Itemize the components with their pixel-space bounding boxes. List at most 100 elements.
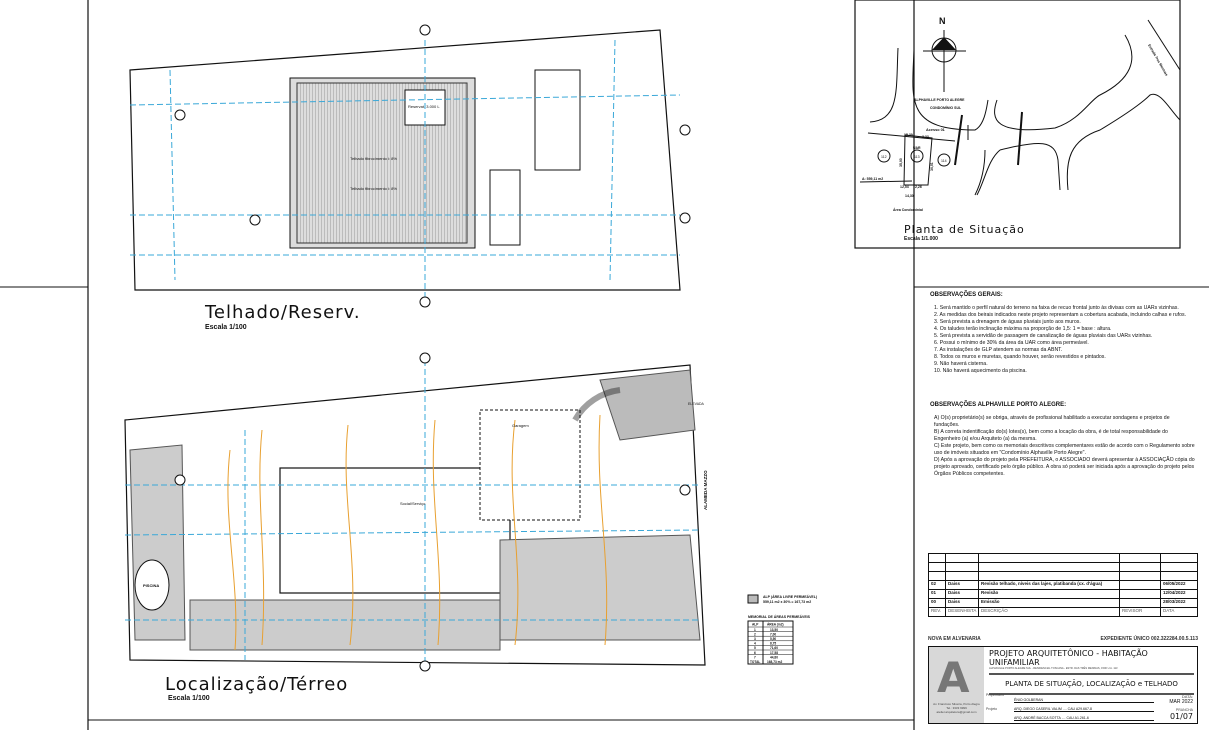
expedient-number: EXPEDIENTE ÚNICO 002.322284.00.5.113 [1100, 636, 1198, 642]
office-address: Av. Francisco Silveira, Porto Alegre [933, 702, 980, 706]
description-header: DESCRIÇÃO [979, 608, 1120, 616]
observation-item: B) A correta indentificação do(s) lotes(… [934, 429, 1168, 442]
office-email: atelier.arquitetura@gmail.com [936, 710, 977, 714]
revision-reviewer [1120, 581, 1161, 589]
alp-area: 44,80 [770, 655, 778, 659]
pool-label: PISCINA [143, 583, 159, 588]
road-label: Estrada Tres Meninas [1147, 44, 1168, 77]
lot-112: 112 [881, 155, 887, 159]
date-value: MAR 2022 [1169, 699, 1193, 705]
area-table-title: MEMORIAL DE ÁREAS PERMEÁVEIS [748, 614, 811, 619]
roof-label-2: Telhado fibrocimento i: 8% [350, 186, 397, 191]
observation-item: 4. Os taludes terão inclinação máxima na… [934, 326, 1112, 332]
alp-number: 1 [754, 628, 756, 632]
roof-plan-title: Telhado/Reserv. [204, 302, 361, 323]
revision-rev: 00 [929, 599, 946, 607]
revision-date: 06/05/2022 [1163, 581, 1186, 586]
revision-rev: 01 [929, 590, 946, 598]
architect-2: ARQ. ANDRÉ BACCA SOTTA .... CAU A1.261-6 [1014, 716, 1154, 721]
observation-item: 10. Não haverá aquecimento da piscina. [934, 368, 1027, 374]
observation-item: A) O(s) proprietário(s) se obriga, atrav… [934, 415, 1170, 428]
revision-by: Daiss [946, 599, 979, 607]
alp-number: 2 [754, 632, 756, 636]
observation-item: 6. Possui o mínimo de 30% da área da UAR… [934, 340, 1089, 346]
condo-label: ALPHAVILLE PORTO ALEGRE [914, 98, 965, 102]
architect-1: ARQ. DIEGO CASERIL VALIM .... CAU A29.66… [1014, 707, 1154, 712]
alphaville-observations: OBSERVAÇÕES ALPHAVILLE PORTO ALEGRE: A) … [930, 402, 1195, 478]
observation-item: 8. Todos os muros e muretas, quando houv… [934, 354, 1106, 360]
uar-label: UAR [913, 146, 921, 150]
common-area-label: Área Condominial [893, 207, 923, 212]
lot-area: A: 559,11 m2 [862, 177, 883, 181]
revision-by: Daiss [946, 590, 979, 598]
situation-plan-scale: Escala 1/1.000 [904, 236, 938, 242]
roof-label-1: Telhado fibrocimento i: 8% [350, 156, 397, 161]
roof-plan: Reservat. 3.000 L Telhado fibrocimento i… [129, 24, 691, 331]
dim: 2,23 [922, 135, 929, 139]
alp-area: 5,50 [770, 637, 776, 641]
revision-date: 28/03/2022 [1163, 599, 1186, 604]
alp-number: 5 [754, 646, 756, 650]
revision-desc: Emissão [979, 599, 1120, 607]
observation-item: 5. Será prevista a servidão de passagem … [934, 333, 1153, 339]
alp-number: 3 [754, 637, 756, 641]
social-label: Social/Serviço [400, 501, 426, 506]
table-header: ALP [752, 623, 759, 627]
observation-item: 2. As medidas dos beirais indicados nest… [934, 312, 1187, 318]
dim: 14,30 [905, 194, 914, 198]
alp-title: ALP (ÁREA LIVRE PERMEÁVEL) [763, 594, 817, 599]
north-label: N [939, 16, 946, 26]
sheet-label: PRANCHA [1175, 708, 1193, 712]
observation-item: D) Após a aprovação do projeto pela PREF… [934, 457, 1195, 477]
alp-area: 71,60 [770, 646, 778, 650]
table-total-label: TOTAL [750, 660, 760, 664]
general-observations-title: OBSERVAÇÕES GERAIS: [930, 292, 1003, 298]
garage-label: Garagem [512, 423, 529, 428]
rev-header: REV. [929, 608, 946, 616]
revision-reviewer [1120, 599, 1161, 607]
observation-item: C) Este projeto, bem como os memoriais d… [934, 443, 1195, 456]
observation-item: 3. Será prevista a drenagem de águas plu… [934, 319, 1081, 325]
alp-number: 7 [754, 655, 756, 659]
revision-desc: Revisão [979, 590, 1120, 598]
lot-114: 114 [941, 159, 947, 163]
observation-item: 9. Não haverá cisterna. [934, 361, 988, 367]
ground-plan-title: Localização/Térreo [165, 674, 348, 695]
drafter-header: DESENHISTA [946, 608, 979, 616]
condo-sub-label: CONDOMÍNIO SUL [930, 105, 962, 110]
project-address: ALPHAVILLE PORTO ALEGRE SUL - RESIDENCIA… [989, 667, 1118, 670]
owner-label: Proprietário [986, 693, 1005, 697]
project-label: Projeto [986, 707, 998, 711]
dim: 35,00 [899, 158, 903, 167]
observation-item: 7. As instalações de GLP atendem as norm… [934, 347, 1063, 353]
alp-area: 13,50 [770, 628, 778, 632]
alphaville-observations-title: OBSERVAÇÕES ALPHAVILLE PORTO ALEGRE: [930, 402, 1067, 408]
street-label: ALAMEDA MAZZO [703, 470, 708, 510]
title-block: NOVA EM ALVENARIA EXPEDIENTE ÚNICO 002.3… [928, 636, 1198, 724]
general-observations: OBSERVAÇÕES GERAIS: 1. Será mantido o pe… [930, 292, 1195, 375]
access-label: Acesso 01 [926, 128, 945, 132]
dim: 12,04 [900, 185, 909, 189]
office-logo: A Av. Francisco Silveira, Porto Alegre T… [929, 647, 984, 723]
construction-type: NOVA EM ALVENARIA [928, 636, 981, 642]
alp-number: 6 [754, 651, 756, 655]
table-total-value: 168,73 m2 [767, 660, 782, 664]
sheet-title: PLANTA DE SITUAÇÃO, LOCALIZAÇÃO e TELHAD… [1005, 680, 1178, 688]
alp-area: 7,00 [770, 632, 776, 636]
owner-name: ÊNIO GOLBERAN [1014, 698, 1154, 703]
alp-area: 17,58 [770, 651, 778, 655]
lot-113: 113 [914, 155, 920, 159]
situation-plan-title: Planta de Situação [904, 223, 1025, 236]
elevated-label: ELEVADA [688, 402, 705, 406]
office-phone: Tel.: 3333 9999 [946, 706, 967, 710]
roof-plan-scale: Escala 1/100 [205, 324, 247, 331]
revision-rev: 02 [929, 581, 946, 589]
dim: 2,26 [915, 185, 922, 189]
logo-letter: A [937, 653, 970, 702]
revision-date: 12/04/2022 [1163, 590, 1186, 595]
project-title: PROJETO ARQUITETÔNICO - HABITAÇÃO UNIFAM… [989, 649, 1148, 667]
